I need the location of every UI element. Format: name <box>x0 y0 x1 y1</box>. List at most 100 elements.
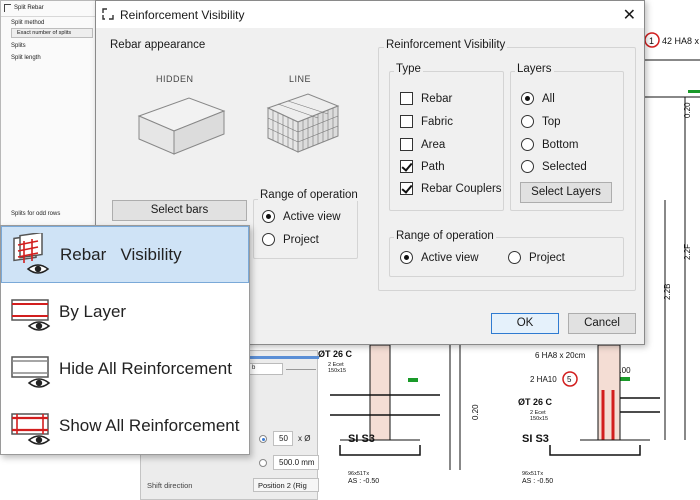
radio-label: Project <box>283 233 319 246</box>
range-right-label: Range of operation <box>394 230 496 242</box>
layers-group <box>510 71 624 211</box>
split-method-label: Split method <box>11 20 45 26</box>
length-field[interactable]: 500.0 mm <box>273 455 319 470</box>
drawing-dim-left: 0.20 <box>471 404 480 420</box>
drawing-footing-bar <box>549 445 641 456</box>
type-path-checkbox[interactable]: Path <box>400 160 445 173</box>
layers-label: Layers <box>515 63 554 75</box>
layers-top-radio[interactable]: Top <box>521 115 561 128</box>
drawing-top-tag-number: 1 <box>649 36 654 46</box>
menu-item-rebar-visibility[interactable]: Rebar Visibility <box>1 226 249 283</box>
count-field[interactable]: 50 <box>273 431 293 446</box>
dialog-titlebar[interactable]: Reinforcement Visibility ✕ <box>96 1 644 28</box>
radio-indicator <box>400 251 413 264</box>
split-rebar-icon <box>4 4 11 12</box>
menu-item-label: Show All Reinforcement <box>59 416 240 435</box>
drawing-mid-tag-2-num: 5 <box>567 375 572 384</box>
rebar-visibility-icon <box>13 233 50 274</box>
range-left-label: Range of operation <box>258 189 360 201</box>
menu-item-by-layer[interactable]: By Layer <box>1 284 249 341</box>
checkbox-indicator <box>400 182 413 195</box>
checkbox-indicator <box>400 92 413 105</box>
ok-button[interactable]: OK <box>491 313 559 334</box>
range-right-active-view-radio[interactable]: Active view <box>400 251 479 264</box>
drawing-dim-right-1: 0.20 <box>683 102 692 118</box>
show-all-icon <box>11 413 51 445</box>
menu-item-show-all[interactable]: Show All Reinforcement <box>1 398 249 455</box>
checkbox-label: Rebar <box>421 92 453 105</box>
radio-label: Bottom <box>542 138 579 151</box>
line-preview-icon[interactable] <box>263 86 343 158</box>
radio-indicator <box>521 160 534 173</box>
type-group <box>389 71 504 211</box>
type-fabric-checkbox[interactable]: Fabric <box>400 115 453 128</box>
radio-indicator <box>521 115 534 128</box>
close-icon[interactable]: ✕ <box>622 7 636 24</box>
radio-indicator <box>521 138 534 151</box>
drawing-right-column <box>597 344 621 441</box>
split-rebar-panel: Split Rebar Split method Exact number of… <box>0 0 100 232</box>
drawing-right-footing-label: SI S3 <box>522 433 549 445</box>
menu-item-label: By Layer <box>59 302 127 321</box>
hide-all-icon <box>11 356 51 388</box>
drawing-footing-bar <box>339 445 421 456</box>
range-left-group <box>253 199 358 259</box>
select-layers-button[interactable]: Select Layers <box>520 182 612 203</box>
checkbox-label: Area <box>421 138 446 151</box>
drawing-left-sub-1: 2 Ecet <box>328 362 344 368</box>
count-suffix: x Ø <box>298 434 311 443</box>
type-area-checkbox[interactable]: Area <box>400 138 445 151</box>
split-panel-titlebar: Split Rebar <box>1 1 99 17</box>
splits-label: Splits <box>11 43 26 49</box>
range-left-project-radio[interactable]: Project <box>262 233 319 246</box>
range-right-group <box>389 237 624 277</box>
drawing-left-section-label: ØT 26 C <box>318 349 353 359</box>
checkbox-label: Fabric <box>421 115 453 128</box>
count-radio[interactable] <box>259 435 267 443</box>
cancel-button[interactable]: Cancel <box>568 313 636 334</box>
layers-selected-radio[interactable]: Selected <box>521 160 587 173</box>
range-right-project-radio[interactable]: Project <box>508 251 565 264</box>
visibility-group-label: Reinforcement Visibility <box>384 39 508 51</box>
drawing-left-sub-2: 150x15 <box>328 368 346 374</box>
drawing-left-footing-as: AS : -0.50 <box>348 478 379 485</box>
hidden-preview-icon[interactable] <box>134 86 229 161</box>
radio-label: Active view <box>421 251 479 264</box>
splits-odd-rows-label: Splits for odd rows <box>11 211 61 217</box>
drawing-mid-tag-1: 6 HA8 x 20cm <box>535 351 586 360</box>
type-label: Type <box>394 63 423 75</box>
dialog-title: Reinforcement Visibility <box>120 8 245 22</box>
radio-indicator <box>262 210 275 223</box>
type-rebar-checkbox[interactable]: Rebar <box>400 92 452 105</box>
split-panel-title: Split Rebar <box>14 5 44 11</box>
drawing-dim-right-3: 2.2B <box>663 284 672 300</box>
split-length-label: Split length <box>11 55 41 61</box>
shift-direction-select[interactable]: Position 2 (Rig <box>253 478 319 492</box>
menu-item-label: Hide All Reinforcement <box>59 359 232 378</box>
checkbox-label: Path <box>421 160 445 173</box>
app-icon <box>102 8 114 20</box>
range-left-active-view-radio[interactable]: Active view <box>262 210 341 223</box>
menu-item-hide-all[interactable]: Hide All Reinforcement <box>1 341 249 398</box>
layers-bottom-radio[interactable]: Bottom <box>521 138 578 151</box>
radio-indicator <box>521 92 534 105</box>
radio-label: Top <box>542 115 561 128</box>
by-layer-icon <box>11 299 51 331</box>
line-label: LINE <box>289 74 312 84</box>
drawing-right-sub-1: 2 Ecet <box>530 410 546 416</box>
drawing-right-footing-as: AS : -0.50 <box>522 478 553 485</box>
split-method-select[interactable]: Exact number of splits <box>11 28 93 38</box>
drawing-level-mark <box>688 90 700 93</box>
divider <box>286 369 316 370</box>
drawing-level-mark <box>408 378 418 382</box>
radio-label: All <box>542 92 555 105</box>
drawing-level-mark <box>620 377 630 381</box>
drawing-mid-tag-2: 2 HA10 <box>530 375 557 384</box>
length-radio[interactable] <box>259 459 267 467</box>
select-bars-button[interactable]: Select bars <box>112 200 247 221</box>
type-rebar-couplers-checkbox[interactable]: Rebar Couplers <box>400 182 502 195</box>
drawing-right-section-label: ØT 26 C <box>518 397 553 407</box>
layers-all-radio[interactable]: All <box>521 92 555 105</box>
radio-indicator <box>508 251 521 264</box>
